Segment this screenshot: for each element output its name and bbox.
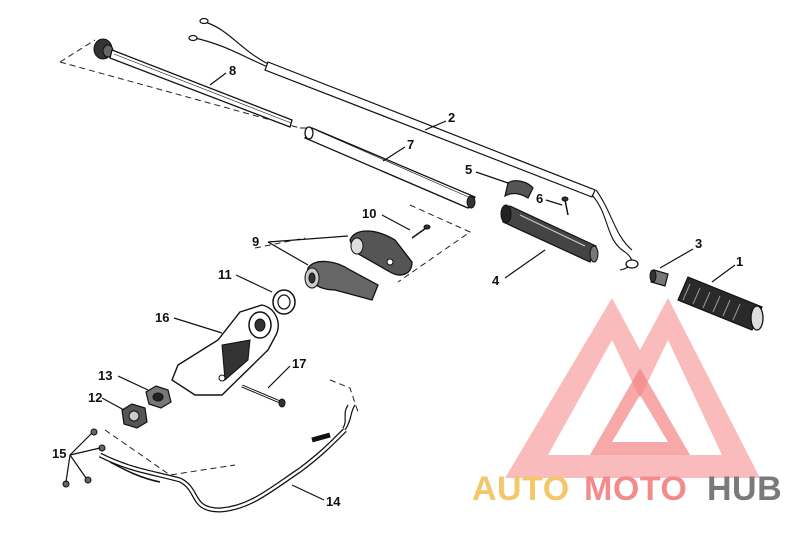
part-11-washer (272, 289, 296, 315)
part-9-housing-upper (349, 230, 413, 276)
callout-2: 2 (448, 110, 455, 125)
callout-9: 9 (252, 234, 259, 249)
part-12-nut (121, 403, 148, 429)
part-14-cable (98, 404, 356, 513)
callout-13: 13 (98, 368, 112, 383)
callout-15: 15 (52, 446, 66, 461)
watermark-text: AUTO MOTO HUB (472, 470, 782, 508)
callout-5: 5 (465, 162, 472, 177)
callout-numbers: 8 2 7 5 6 10 9 11 16 17 13 12 4 3 1 14 1… (52, 63, 743, 509)
part-5-clamp (504, 180, 534, 199)
part-10-screw (411, 224, 431, 239)
watermark-auto: AUTO (472, 470, 570, 508)
callout-14: 14 (326, 494, 341, 509)
dashed-boundaries (59, 39, 472, 476)
callout-1: 1 (736, 254, 743, 269)
watermark-logo (505, 298, 760, 478)
callout-7: 7 (407, 137, 414, 152)
part-8-rod (93, 38, 293, 128)
part-9-housing-lower (304, 260, 379, 301)
callout-10: 10 (362, 206, 376, 221)
leader-lines (65, 72, 736, 501)
part-7-tube (304, 126, 476, 209)
part-17-bolt (241, 384, 286, 408)
callout-4: 4 (492, 273, 500, 288)
part-16-bracket (171, 304, 279, 396)
part-3-bushing (649, 269, 669, 287)
callout-6: 6 (536, 191, 543, 206)
callout-17: 17 (292, 356, 306, 371)
part-4-grip-sleeve (500, 204, 599, 263)
callout-12: 12 (88, 390, 102, 405)
part-2-tube-and-wires (188, 17, 639, 271)
callout-8: 8 (229, 63, 236, 78)
callout-3: 3 (695, 236, 702, 251)
watermark-hub: HUB (707, 470, 782, 508)
watermark-moto: MOTO (584, 470, 687, 508)
callout-16: 16 (155, 310, 169, 325)
callout-11: 11 (218, 267, 232, 282)
part-15-small-nuts (62, 428, 106, 488)
part-1-handle-grip (677, 276, 764, 331)
part-13-nut (145, 385, 172, 409)
part-6-screw (561, 196, 569, 216)
